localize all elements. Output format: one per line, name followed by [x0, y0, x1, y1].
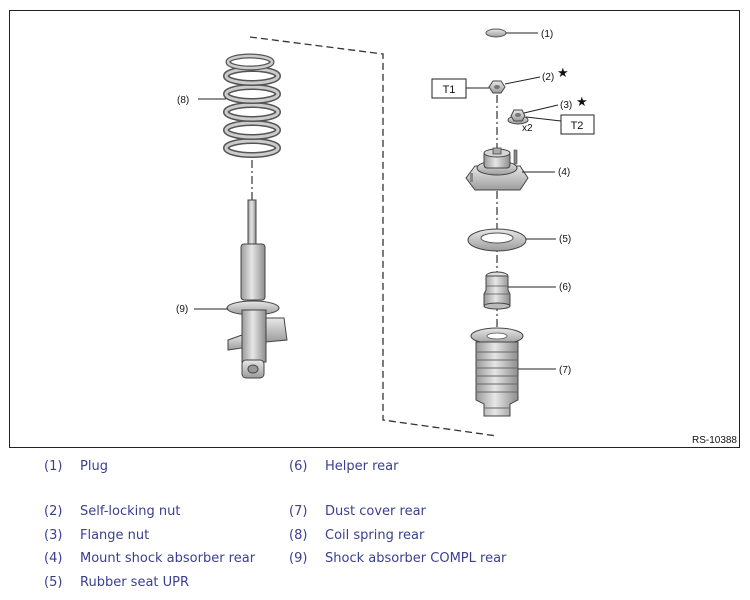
callout-6: (6) [559, 282, 571, 293]
legend-item-5: (5) Rubber seat UPR [44, 575, 189, 590]
legend-label: Self-locking nut [80, 504, 181, 519]
legend-number: (3) [44, 528, 63, 543]
torque-label-t2: T2 [571, 120, 584, 132]
leader-line-3 [523, 104, 559, 114]
callout-3: (3) [560, 100, 572, 111]
legend-label: Flange nut [80, 528, 150, 543]
legend-label: Coil spring rear [325, 528, 425, 543]
assembly-dashed-line [249, 36, 498, 437]
exploded-view-diagram: T1 T2 x2 (1) (2) ★ (3) ★ (4) (5) (6) (7)… [176, 28, 737, 446]
legend-number: (6) [289, 459, 308, 474]
legend-label: Shock absorber COMPL rear [325, 551, 507, 566]
legend-item-1: (1) Plug [44, 459, 108, 474]
coil-spring-part [223, 53, 281, 158]
legend-item-9: (9) Shock absorber COMPL rear [289, 551, 506, 566]
figure-ref-code: RS-10388 [692, 435, 737, 446]
plug-part [485, 28, 507, 38]
legend-item-6: (6) Helper rear [289, 459, 398, 474]
callout-4: (4) [558, 167, 570, 178]
legend-label: Dust cover rear [325, 504, 426, 519]
legend-item-4: (4) Mount shock absorber rear [44, 551, 255, 566]
torque-label-t1: T1 [443, 84, 456, 96]
callout-5: (5) [559, 234, 571, 245]
legend-label: Mount shock absorber rear [80, 551, 256, 566]
callout-1: (1) [541, 29, 553, 40]
legend-number: (9) [289, 551, 308, 566]
leader-line-2 [504, 76, 541, 85]
torque-box-t2 [560, 114, 595, 135]
parts-legend: (1) Plug (2) Self-locking nut (3) Flange nu… [0, 459, 750, 600]
legend-number: (2) [44, 504, 63, 519]
callout-9: (9) [176, 304, 188, 315]
self-locking-nut-part [488, 80, 506, 94]
star-icon-2: ★ [557, 65, 569, 80]
callout-7: (7) [559, 365, 571, 376]
callout-2: (2) [542, 72, 554, 83]
callout-8: (8) [177, 95, 189, 106]
legend-item-8: (8) Coil spring rear [289, 528, 424, 543]
legend-number: (1) [44, 459, 63, 474]
legend-label: Rubber seat UPR [80, 575, 190, 590]
legend-label: Plug [80, 459, 108, 474]
shock-absorber-part [226, 199, 288, 379]
torque-box-t1 [431, 78, 467, 99]
star-icon-3: ★ [576, 94, 588, 109]
mount-shock-absorber-part [465, 147, 529, 191]
legend-item-7: (7) Dust cover rear [289, 504, 426, 519]
flange-nut-part [507, 109, 529, 125]
legend-number: (4) [44, 551, 63, 566]
legend-item-2: (2) Self-locking nut [44, 504, 180, 519]
legend-item-3: (3) Flange nut [44, 528, 149, 543]
legend-number: (5) [44, 575, 63, 590]
legend-number: (7) [289, 504, 308, 519]
rubber-seat-part [467, 228, 527, 252]
helper-part [483, 271, 511, 310]
dust-cover-part [470, 327, 524, 417]
diagram-frame [9, 10, 740, 448]
quantity-label: x2 [522, 123, 533, 134]
legend-label: Helper rear [325, 459, 399, 474]
legend-number: (8) [289, 528, 308, 543]
leader-line-t2 [525, 116, 562, 122]
